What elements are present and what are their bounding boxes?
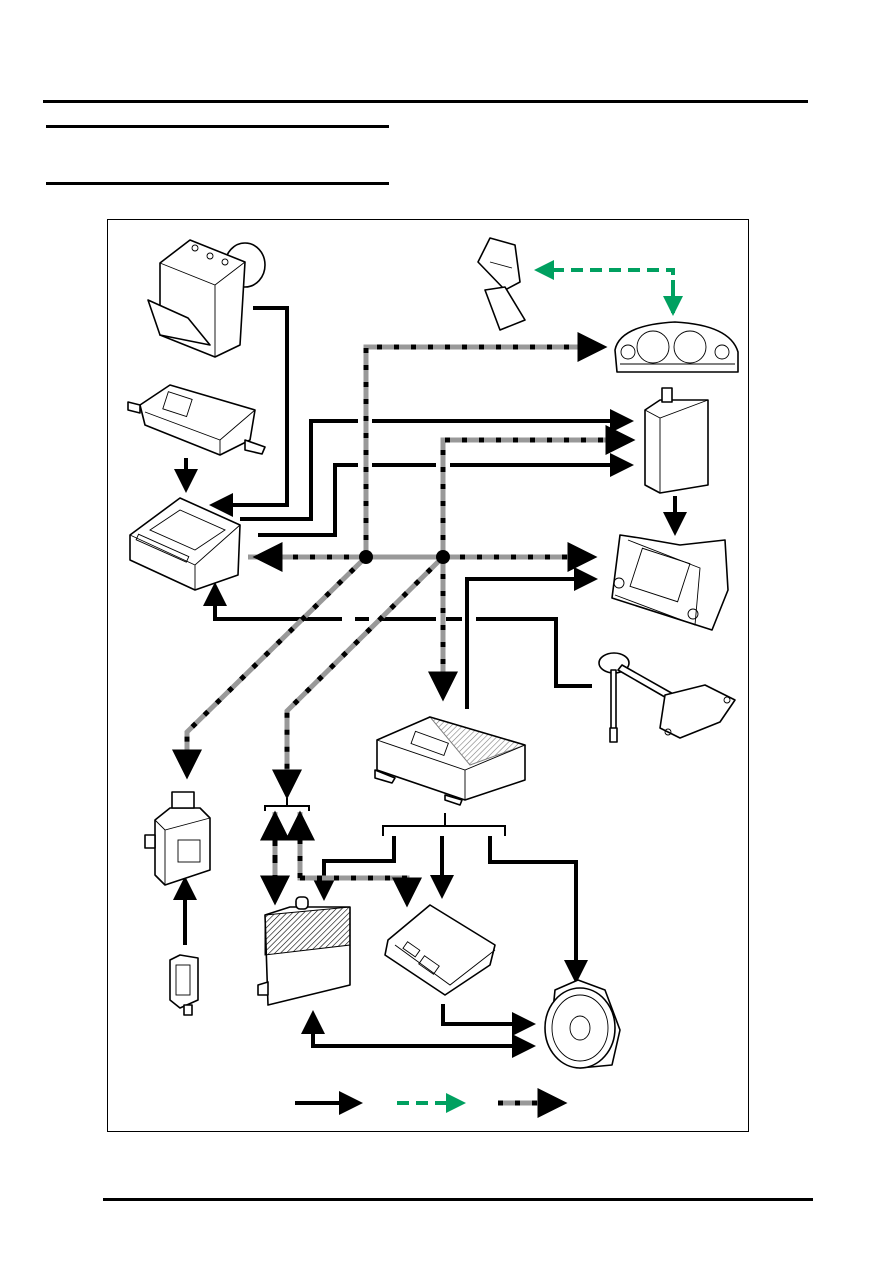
- instrument-cluster-icon: [614, 321, 739, 373]
- link-gps-headunit: [215, 588, 592, 688]
- abs-modulator-icon: [147, 239, 266, 358]
- hardwired-links: [173, 306, 687, 1058]
- footer-rule: [103, 1198, 813, 1201]
- gps-antenna-icon: [598, 652, 736, 743]
- bus-junction-1: [359, 550, 373, 564]
- header-rule-top: [43, 100, 808, 103]
- link-cd-speaker: [441, 1004, 536, 1036]
- link-headunit-nav-2: [258, 465, 628, 537]
- diagram-frame: [107, 219, 749, 1132]
- link-abs-headunit: [209, 306, 289, 517]
- display-unit-icon: [611, 534, 729, 631]
- link-voice-speaker: [311, 1016, 536, 1058]
- diagnostic-socket-icon: [477, 237, 526, 331]
- link-headunit-nav-1: [240, 421, 628, 521]
- connector-icon: [169, 954, 199, 1016]
- bus-headunit-instrument: [363, 332, 608, 557]
- voice-module-icon: [257, 896, 351, 1006]
- bus-headunit-telmodule: [172, 555, 368, 780]
- control-module-icon: [127, 384, 266, 456]
- diagnostic-links: [534, 260, 683, 316]
- navigation-computer-icon: [644, 387, 709, 494]
- link-amp-speaker: [488, 836, 588, 984]
- bus-branch-bracket: [264, 798, 310, 811]
- speaker-icon: [544, 979, 621, 1069]
- bus-junction-2: [436, 550, 450, 564]
- link-amp-display: [465, 567, 598, 709]
- telephone-module-icon: [144, 791, 211, 886]
- link-instrument-diagnostic: [534, 260, 675, 313]
- audio-head-unit-icon: [129, 497, 241, 591]
- header-rule-section-upper: [46, 125, 389, 128]
- amplifier-icon: [374, 716, 527, 806]
- amp-output-bracket: [382, 813, 506, 836]
- bus-to-cdchanger: [300, 875, 422, 908]
- link-amp-voice: [312, 836, 396, 901]
- cd-changer-icon: [384, 904, 496, 996]
- bus-headunit-nav: [440, 425, 636, 557]
- bus-headunit-branch: [272, 555, 445, 800]
- header-rule-section-lower: [46, 182, 389, 185]
- d2b-bus-links: [172, 332, 636, 908]
